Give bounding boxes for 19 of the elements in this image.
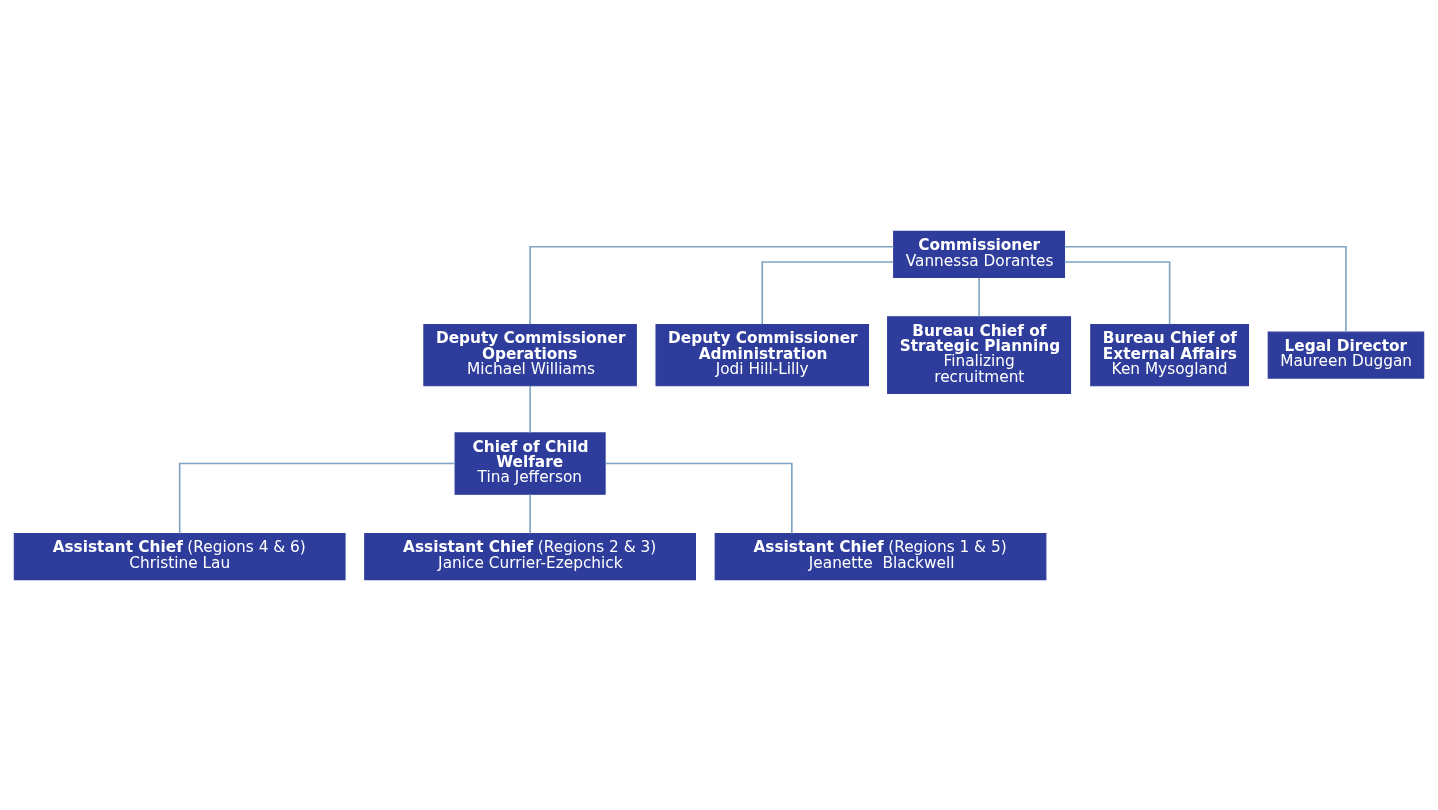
node-box: Commissioner Vannessa Dorantes [893, 230, 1066, 278]
connector [978, 276, 980, 317]
node-box: Legal Director Maureen Duggan [1267, 331, 1425, 379]
connector [178, 462, 456, 534]
connector [604, 462, 793, 534]
node-box: Assistant Chief (Regions 4 & 6) Christine Lau [13, 532, 346, 580]
node-box: Bureau Chief of Strategic Planning Finalizing recruitment [887, 315, 1072, 394]
node-box: Assistant Chief (Regions 2 & 3) Janice Currier-Ezepchick [364, 532, 696, 580]
connector [529, 384, 531, 433]
node-box: Assistant Chief (Regions 1 & 5) Jeanette Blackwell [714, 532, 1047, 580]
connector [1063, 245, 1347, 332]
connector [1063, 260, 1171, 325]
node-box: Chief of Child Welfare Tina Jefferson [454, 431, 606, 495]
node-box: Deputy Commissioner Operations Michael Williams [423, 323, 637, 386]
node-box: Deputy Commissioner Administration Jodi Hill-Lilly [655, 323, 870, 386]
connector [529, 245, 895, 325]
node-box: Bureau Chief of External Affairs Ken Mysogland [1090, 323, 1250, 386]
connector [761, 260, 895, 325]
connector [529, 493, 531, 534]
